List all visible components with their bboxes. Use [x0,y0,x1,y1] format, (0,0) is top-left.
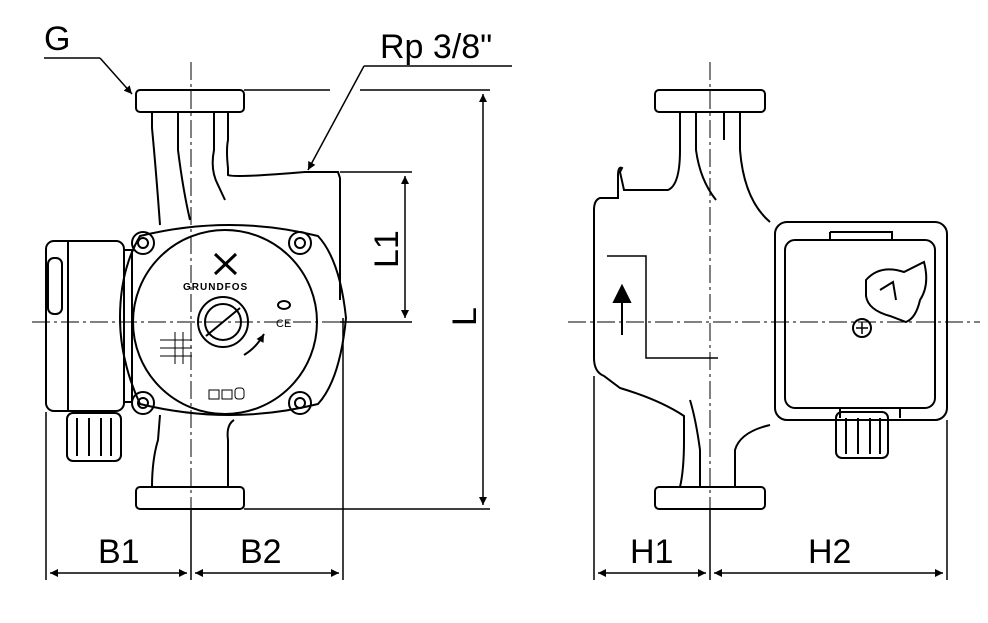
label-l: L [446,307,484,326]
front-stator-housing [118,224,348,416]
front-screw-bl-inner [137,397,149,409]
front-pipe-inner [177,112,226,221]
dim-l [244,89,490,510]
front-cable-gland-ribs [76,418,112,456]
front-control-box-inner [67,241,133,411]
side-screw [852,318,872,338]
label-h1: H1 [630,533,673,571]
side-flow-arrowhead [612,283,632,303]
front-control-box [45,240,125,412]
front-screw-tr [288,231,312,255]
label-l1: L1 [368,230,406,268]
side-motor-inner [784,239,936,409]
label-g: G [44,20,70,58]
front-rotation-arrow [243,333,265,356]
side-screw-slot [856,322,868,334]
front-screw-br [288,391,312,415]
front-pictogram-1 [208,389,220,400]
g-leader [44,57,133,95]
dim-b1-b2 [45,318,344,580]
front-pipe-body [151,112,341,488]
side-cable-gland [835,411,889,459]
side-pump-body [593,112,771,488]
label-rp: Rp 3/8" [380,28,492,66]
front-nameplate-lines [160,332,192,364]
front-centerlines [32,62,360,510]
side-motor-top-strip [829,231,893,240]
side-view [593,89,948,510]
side-flow-path [607,255,718,359]
side-top-flange [654,89,766,113]
front-brand-logo-mark [213,252,238,276]
front-screw-tr-inner [294,237,306,249]
front-pictogram-3 [234,387,245,400]
front-cable-gland [66,412,122,462]
front-ce-mark: CE [276,318,291,330]
side-centerlines [568,62,980,510]
front-bottom-flange [135,486,245,510]
front-view [45,89,348,510]
side-speed-knob [865,260,928,324]
side-motor-housing [774,221,948,421]
front-screw-bl [131,391,155,415]
front-screw-tl-inner [137,237,149,249]
front-brand-text: GRUNDFOS [183,282,248,293]
side-speed-knob-indicator [879,280,897,301]
front-pictogram-2 [221,389,233,400]
side-pump-body-inner [689,112,725,487]
side-cable-gland-ribs [845,418,881,454]
front-screw-tl [131,231,155,255]
label-b1: B1 [98,533,140,571]
rp-leader [307,65,512,171]
front-screw-br-inner [294,397,306,409]
label-h2: H2 [808,533,851,571]
label-b2: B2 [240,533,282,571]
dim-l1 [340,171,412,323]
dim-h1-h2 [593,376,948,580]
front-control-knob [47,257,63,315]
front-top-flange [135,89,245,113]
front-indicator [277,300,291,310]
